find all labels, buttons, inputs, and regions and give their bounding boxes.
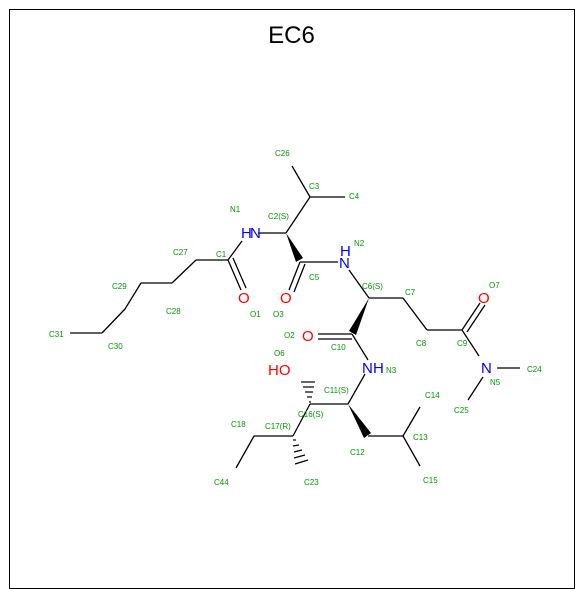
label-c25: C25 [454,406,469,415]
label-c6: C6(S) [362,282,383,291]
bond-c3-c26 [291,165,311,198]
label-c5: C5 [309,273,320,282]
label-o6: O6 [274,349,285,358]
bonds [70,165,520,469]
atom-o3: O [280,290,292,307]
bond-c1-n1 [227,240,243,261]
label-c10: C10 [331,343,346,352]
atoms: H N N H N H N O O O O HO [238,225,492,379]
bond-c9-o7-b [466,304,486,333]
bond-n3-c11 [347,373,366,405]
label-n3: N3 [386,366,397,375]
bond-c10-n3 [351,333,369,361]
bond-c2-c3 [285,196,311,234]
label-c26: C26 [275,149,290,158]
label-o7: O7 [489,281,500,290]
label-o1: O1 [250,310,261,319]
label-n5: N5 [490,378,501,387]
atom-o1: O [238,290,250,307]
label-c28: C28 [166,307,181,316]
label-c29: C29 [112,282,127,291]
atom-n5: N [481,360,492,377]
bond-c13-c15 [402,435,421,467]
label-c2: C2(S) [268,212,289,221]
label-c9: C9 [457,339,468,348]
label-c44: C44 [214,478,229,487]
bond-n5-c25 [467,376,484,401]
label-c18: C18 [231,420,246,429]
atom-h3: H [373,360,384,377]
label-c14: C14 [425,391,440,400]
wedge-c6-c10 [349,298,369,335]
atom-h1: H [241,225,252,242]
wedge-c11-c12 [348,404,371,438]
wedge-c2-c5 [286,233,303,262]
label-c23: C23 [304,478,319,487]
molecule-title: EC6 [268,22,315,49]
label-c4: C4 [349,192,360,201]
bond-c1-o1-a [227,259,242,291]
label-n2: N2 [354,239,365,248]
label-n1: N1 [230,205,241,214]
bond-c5-o3-b [293,263,306,293]
label-c27: C27 [173,248,188,257]
label-c7: C7 [405,288,416,297]
atom-labels: C26 C3 C4 N1 C2(S) N2 C27 C1 C5 C6(S) C7… [49,149,542,487]
atom-h2: H [340,243,351,260]
label-c30: C30 [108,342,123,351]
bond-c9-n5 [461,329,480,357]
atom-n1: N [250,225,261,242]
atom-n3: N [362,360,373,377]
bond-c5-o3-a [288,261,301,291]
label-c24: C24 [527,365,542,374]
label-c12: C12 [350,448,365,457]
bond-c16-c17 [292,403,311,437]
atom-o7: O [478,290,490,307]
label-c31: C31 [49,330,64,339]
label-c16: C16(S) [298,410,324,419]
diagram-frame [9,9,575,589]
bond-c1-o1-b [232,257,247,289]
bond-c18-c44 [235,435,255,469]
hash-c17-c23 [292,439,309,465]
label-c1: C1 [216,250,227,259]
label-c17: C17(R) [265,422,291,431]
label-c15: C15 [423,476,438,485]
atom-o2: O [302,328,314,345]
atom-n2: N [339,255,350,272]
bond-c28-c29 [124,282,142,310]
atom-ho: HO [268,362,291,379]
bond-c9-o7-a [461,302,481,331]
bond-c30-c28 [101,308,126,334]
hash-c16-o6 [301,381,315,403]
bond-c27-c1 [171,259,197,284]
bond-c13-c14 [402,406,421,437]
bond-n2-c6 [348,269,370,299]
label-c3: C3 [309,182,320,191]
label-c8: C8 [416,339,427,348]
label-c13: C13 [413,433,428,442]
bond-c7-c8 [402,297,428,331]
label-o3: O3 [273,310,284,319]
label-c11: C11(S) [324,386,349,395]
label-o2: O2 [284,331,295,340]
